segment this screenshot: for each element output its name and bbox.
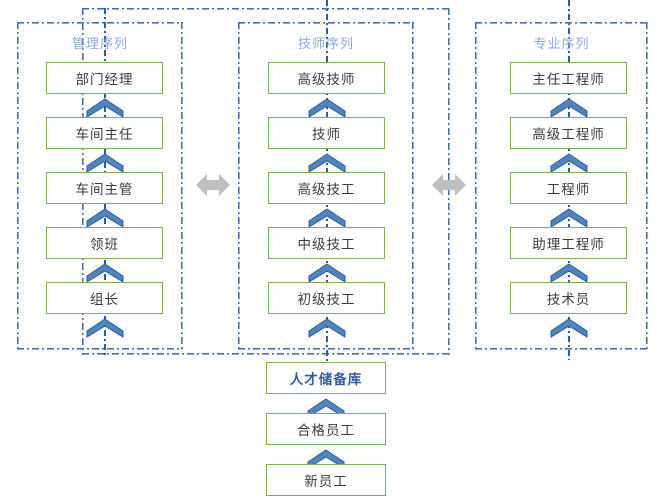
chevron-up-icon	[308, 98, 346, 118]
role-box-professional-2[interactable]: 工程师	[510, 172, 627, 204]
chevron-up-icon	[550, 98, 588, 118]
role-box-technician-4[interactable]: 初级技工	[268, 282, 385, 314]
role-box-professional-0[interactable]: 主任工程师	[510, 62, 627, 94]
chevron-up-icon	[308, 318, 346, 338]
chevron-up-icon	[86, 208, 124, 228]
role-box-management-4[interactable]: 组长	[46, 282, 163, 314]
column-title-professional: 专业序列	[533, 36, 590, 51]
chevron-up-icon	[86, 153, 124, 173]
column-title-technician: 技师序列	[297, 36, 354, 51]
role-box-management-2[interactable]: 车间主管	[46, 172, 163, 204]
chevron-up-icon	[86, 263, 124, 283]
left-right-arrow-icon	[196, 174, 230, 196]
role-box-professional-1[interactable]: 高级工程师	[510, 117, 627, 149]
column-title-management: 管理序列	[71, 36, 128, 51]
chevron-up-icon	[550, 153, 588, 173]
chevron-up-icon	[308, 263, 346, 283]
role-box-base-2[interactable]: 新员工	[266, 464, 386, 496]
role-box-base-0[interactable]: 人才储备库	[266, 362, 386, 394]
chevron-up-icon	[307, 398, 345, 418]
role-box-base-1[interactable]: 合格员工	[266, 413, 386, 445]
left-right-arrow-icon	[432, 174, 466, 196]
role-box-professional-4[interactable]: 技术员	[510, 282, 627, 314]
chevron-up-icon	[308, 208, 346, 228]
chevron-up-icon	[308, 153, 346, 173]
role-box-management-0[interactable]: 部门经理	[46, 62, 163, 94]
role-box-technician-1[interactable]: 技师	[268, 117, 385, 149]
chevron-up-icon	[550, 318, 588, 338]
chevron-up-icon	[86, 318, 124, 338]
role-box-technician-0[interactable]: 高级技师	[268, 62, 385, 94]
role-box-management-1[interactable]: 车间主任	[46, 117, 163, 149]
role-box-technician-2[interactable]: 高级技工	[268, 172, 385, 204]
role-box-professional-3[interactable]: 助理工程师	[510, 227, 627, 259]
chevron-up-icon	[86, 98, 124, 118]
chevron-up-icon	[307, 449, 345, 469]
role-box-management-3[interactable]: 领班	[46, 227, 163, 259]
chevron-up-icon	[550, 208, 588, 228]
role-box-technician-3[interactable]: 中级技工	[268, 227, 385, 259]
chevron-up-icon	[550, 263, 588, 283]
